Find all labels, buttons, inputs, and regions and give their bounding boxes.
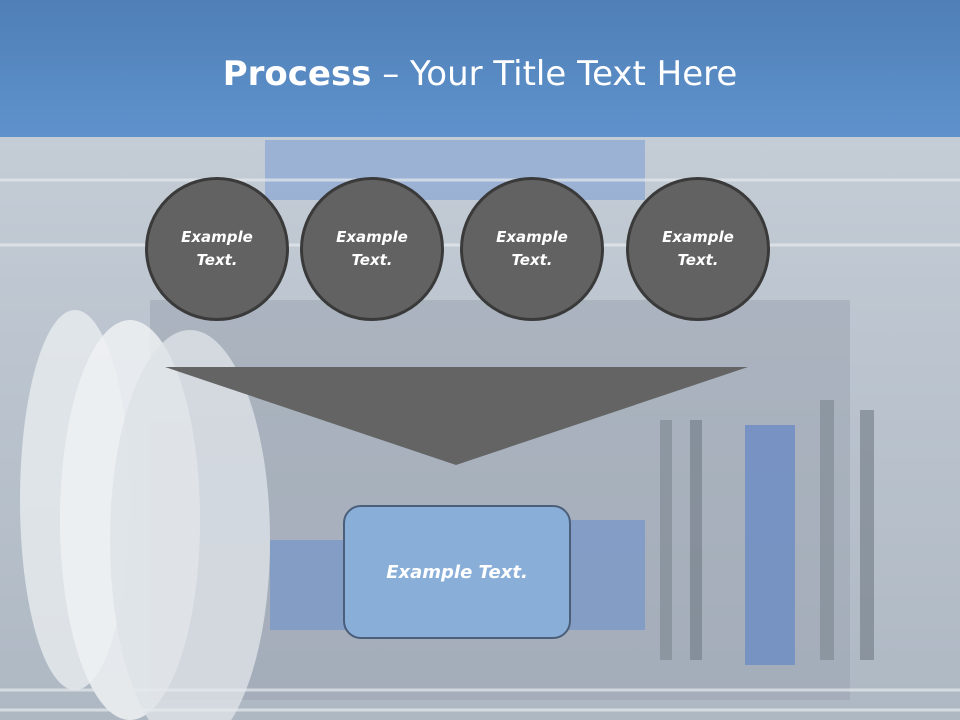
result-text: Example Text. bbox=[386, 561, 528, 583]
process-circle-1: Example Text. bbox=[145, 177, 289, 321]
process-circle-3: Example Text. bbox=[460, 177, 604, 321]
process-circle-2: Example Text. bbox=[300, 177, 444, 321]
title-bold: Process bbox=[222, 54, 372, 94]
slide-title: Process – Your Title Text Here bbox=[0, 52, 960, 96]
result-box: Example Text. bbox=[343, 505, 571, 639]
circle-1-text: Example Text. bbox=[181, 228, 253, 269]
title-rest: – Your Title Text Here bbox=[371, 54, 738, 94]
process-circle-4: Example Text. bbox=[626, 177, 770, 321]
circle-4-text: Example Text. bbox=[662, 228, 734, 269]
funnel-triangle bbox=[165, 367, 748, 465]
circle-3-text: Example Text. bbox=[496, 228, 568, 269]
title-bar bbox=[0, 0, 960, 137]
circle-2-text: Example Text. bbox=[336, 228, 408, 269]
